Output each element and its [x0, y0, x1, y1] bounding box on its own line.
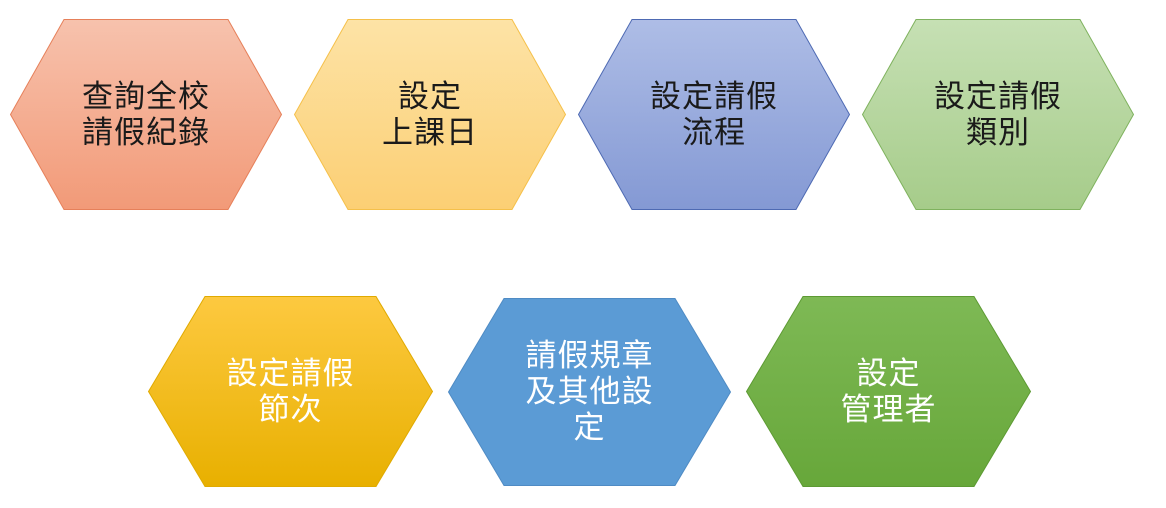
hex-label: 設定請假 類別 — [862, 19, 1134, 210]
label-line: 查詢全校 — [82, 78, 210, 115]
label-line: 設定 — [856, 355, 921, 392]
label-line: 請假紀錄 — [82, 114, 210, 151]
label-line: 上課日 — [382, 114, 478, 151]
label-line: 節次 — [258, 391, 323, 428]
hex-label: 設定 上課日 — [294, 19, 566, 210]
hex-label: 設定請假 節次 — [148, 296, 433, 487]
label-line: 類別 — [966, 114, 1030, 151]
label-line: 管理者 — [840, 391, 937, 428]
label-line: 設定請假 — [934, 78, 1062, 115]
hex-query-school-leave-records[interactable]: 查詢全校 請假紀錄 — [9, 19, 283, 210]
label-line: 設定 — [398, 78, 462, 115]
hex-set-leave-flow[interactable]: 設定請假 流程 — [577, 19, 851, 210]
label-line: 請假規章 — [525, 338, 654, 374]
label-line: 及其他設 — [525, 374, 654, 410]
hex-set-leave-type[interactable]: 設定請假 類別 — [861, 19, 1135, 210]
hex-set-school-days[interactable]: 設定 上課日 — [293, 19, 567, 210]
hexagon-shape — [147, 296, 434, 487]
label-line: 流程 — [682, 114, 746, 151]
hex-label: 查詢全校 請假紀錄 — [10, 19, 282, 210]
hexagon-shape — [9, 19, 283, 210]
hex-label: 設定請假 流程 — [578, 19, 850, 210]
hex-leave-rules-and-other-settings[interactable]: 請假規章 及其他設 定 — [447, 298, 732, 486]
hexagon-shape — [293, 19, 567, 210]
hex-set-administrator[interactable]: 設定 管理者 — [745, 296, 1032, 487]
label-line: 設定請假 — [650, 78, 778, 115]
hex-set-leave-periods[interactable]: 設定請假 節次 — [147, 296, 434, 487]
hexagon-shape — [745, 296, 1032, 487]
label-line: 定 — [573, 410, 606, 446]
hexagon-shape — [861, 19, 1135, 210]
hexagon-shape — [447, 298, 732, 486]
hexagon-shape — [577, 19, 851, 210]
hex-label: 設定 管理者 — [746, 296, 1031, 487]
hex-label: 請假規章 及其他設 定 — [448, 298, 731, 486]
label-line: 設定請假 — [226, 355, 355, 392]
